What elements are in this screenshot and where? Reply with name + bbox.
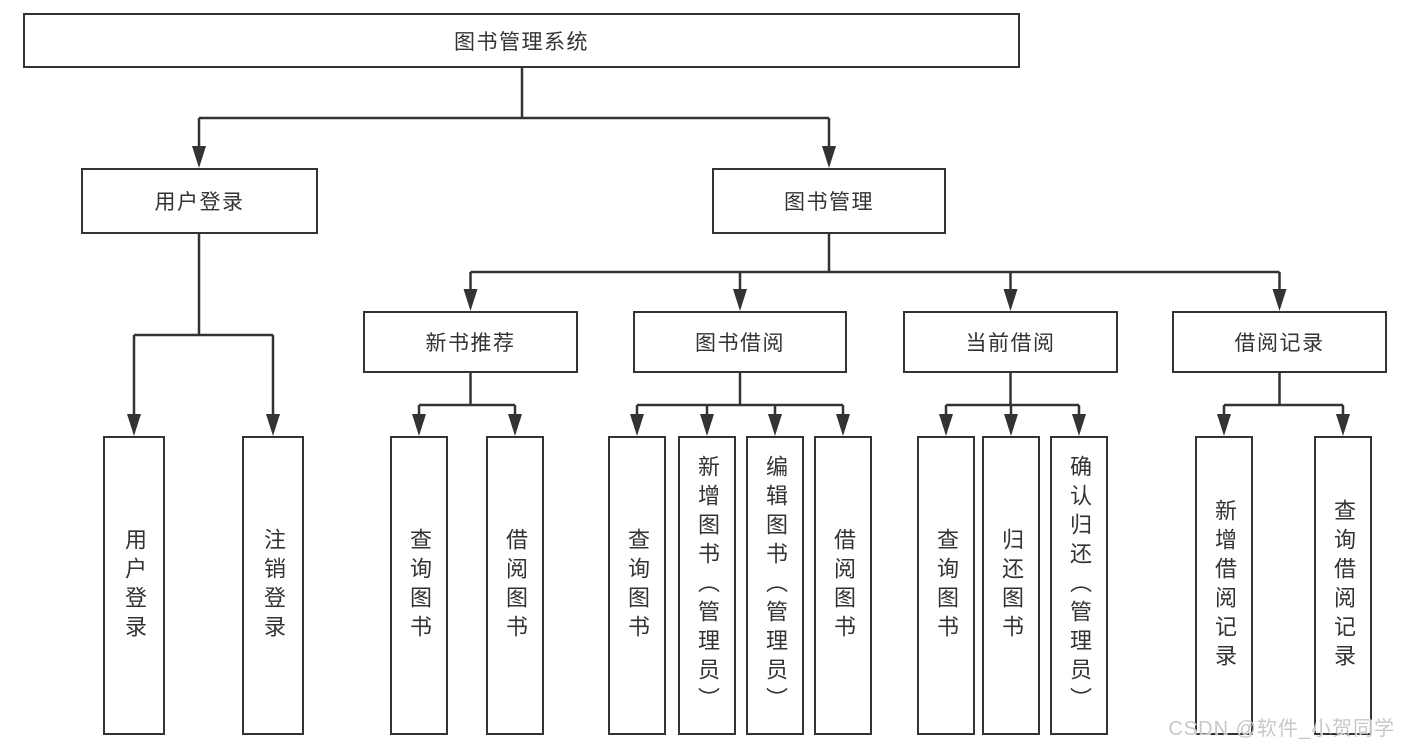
leaf-borrow-books: 借阅图书 xyxy=(486,436,544,735)
leaf-query-books: 查询图书 xyxy=(917,436,975,735)
leaf-label: 查询借阅记录 xyxy=(1331,498,1356,673)
leaf-label: 查询图书 xyxy=(934,527,959,644)
connector-current-to-leaves xyxy=(944,373,1081,416)
leaf-label: 归还图书 xyxy=(999,527,1024,644)
node-current-borrowing: 当前借阅 xyxy=(903,311,1118,373)
leaf-label: 查询图书 xyxy=(625,527,650,644)
node-label: 图书管理 xyxy=(784,191,874,214)
leaf-add-books-admin: 新增图书（管理员） xyxy=(678,436,736,735)
leaf-user-login: 用户登录 xyxy=(103,436,165,735)
arrowhead xyxy=(1072,414,1086,436)
arrowhead xyxy=(412,414,426,436)
node-user-login: 用户登录 xyxy=(81,168,318,234)
node-label: 新书推荐 xyxy=(425,332,516,355)
leaf-query-borrow-record: 查询借阅记录 xyxy=(1314,436,1372,735)
leaf-add-borrow-record: 新增借阅记录 xyxy=(1195,436,1253,735)
leaf-confirm-return-admin: 确认归还（管理员） xyxy=(1050,436,1108,735)
arrowhead xyxy=(1217,414,1231,436)
node-library-management-system: 图书管理系统 xyxy=(23,13,1020,68)
node-label: 图书借阅 xyxy=(695,332,785,355)
arrowhead xyxy=(1272,289,1287,311)
leaf-label: 新增借阅记录 xyxy=(1212,498,1237,673)
arrowhead xyxy=(192,146,206,168)
leaf-label: 借阅图书 xyxy=(503,527,528,644)
leaf-borrow-books: 借阅图书 xyxy=(814,436,872,735)
arrowhead xyxy=(700,414,714,436)
node-book-management: 图书管理 xyxy=(712,168,946,234)
leaf-edit-books-admin: 编辑图书（管理员） xyxy=(746,436,804,735)
arrowhead xyxy=(127,414,141,436)
leaf-label: 新增图书（管理员） xyxy=(695,455,720,716)
watermark: CSDN @软件_小贺同学 xyxy=(1168,718,1395,740)
node-label: 用户登录 xyxy=(154,191,245,214)
leaf-label: 用户登录 xyxy=(122,527,147,644)
connector-book-mgmt-to-level3 xyxy=(469,234,1281,292)
arrowhead xyxy=(1004,414,1018,436)
leaf-query-books: 查询图书 xyxy=(608,436,666,735)
node-borrowing-records: 借阅记录 xyxy=(1172,311,1387,373)
connector-records-to-leaves xyxy=(1222,373,1345,416)
leaf-query-books: 查询图书 xyxy=(390,436,448,735)
arrowhead xyxy=(508,414,522,436)
arrowhead xyxy=(1336,414,1350,436)
arrowhead xyxy=(733,289,747,311)
arrowhead xyxy=(266,414,280,436)
leaf-label: 确认归还（管理员） xyxy=(1067,455,1092,716)
leaf-label: 借阅图书 xyxy=(831,527,856,644)
connector-user-login-to-leaves xyxy=(132,234,275,416)
arrowheads xyxy=(127,146,1350,436)
leaf-return-books: 归还图书 xyxy=(982,436,1040,735)
leaf-logout: 注销登录 xyxy=(242,436,304,735)
node-label: 借阅记录 xyxy=(1234,332,1325,355)
arrowhead xyxy=(836,414,850,436)
arrowhead xyxy=(630,414,644,436)
arrowhead xyxy=(1003,289,1018,311)
node-label: 图书管理系统 xyxy=(454,30,589,54)
arrowhead xyxy=(463,289,478,311)
arrowhead xyxy=(939,414,953,436)
connector-borrowing-to-leaves xyxy=(635,373,845,416)
node-new-book-recommendation: 新书推荐 xyxy=(363,311,578,373)
leaf-label: 注销登录 xyxy=(261,527,286,644)
arrowhead xyxy=(822,146,836,168)
connector-new-rec-to-leaves xyxy=(417,373,517,416)
leaf-label: 编辑图书（管理员） xyxy=(763,455,788,716)
node-label: 当前借阅 xyxy=(965,332,1056,355)
arrowhead xyxy=(768,414,782,436)
connector-root-to-level2 xyxy=(197,68,831,148)
node-book-borrowing: 图书借阅 xyxy=(633,311,847,373)
leaf-label: 查询图书 xyxy=(407,527,432,644)
